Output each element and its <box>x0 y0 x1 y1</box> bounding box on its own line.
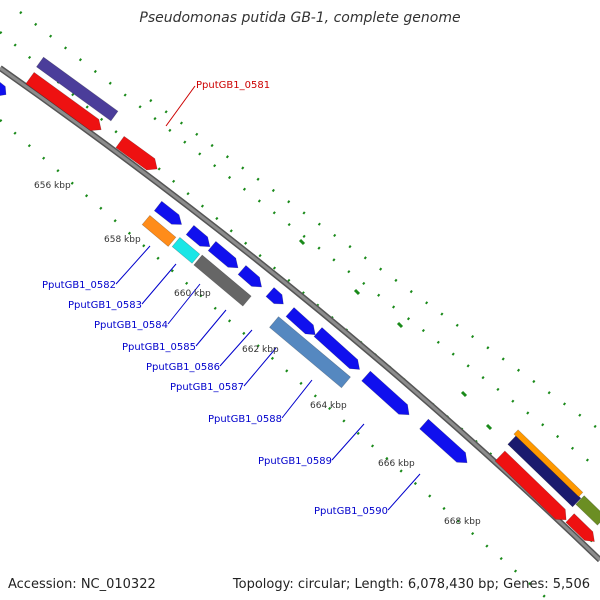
gene-arrow-left-edge-shape <box>0 80 7 97</box>
gene-arrow-blue-6-shape <box>285 307 316 336</box>
gene-arrow-orange-stripe <box>513 429 584 498</box>
gene-arrow-blue-7 <box>313 327 360 370</box>
gene-arrow-blue-1-shape <box>153 200 183 225</box>
gene-arrow-blue-2-shape <box>185 224 211 248</box>
scale-tick-major <box>396 321 404 329</box>
gene-arrow-blue-9 <box>419 418 468 464</box>
gene-arrow-orange-0582 <box>141 214 177 247</box>
gene-label: PputGB1_0583 <box>68 300 142 311</box>
scale-label: 660 kbp <box>174 289 211 299</box>
gene-arrow-red-2-shape <box>494 450 567 521</box>
scale-label: 664 kbp <box>310 401 347 411</box>
gene-label-line <box>141 263 177 305</box>
gene-label-line <box>167 283 201 325</box>
gene-label-line <box>331 423 365 461</box>
gene-arrow-gray-0584-shape <box>193 254 252 307</box>
gene-arrow-blue-6 <box>285 307 316 336</box>
gene-arrow-olive-shape <box>575 495 600 526</box>
gene-arrow-blue-3-shape <box>207 240 239 269</box>
gene-label-line <box>195 309 227 347</box>
gene-arrow-blue-9-shape <box>419 418 468 464</box>
gene-arrow-gray-0584 <box>193 254 252 307</box>
scale-label: 662 kbp <box>242 345 279 355</box>
scale-label: 666 kbp <box>378 459 415 469</box>
scale-tick-major <box>485 423 493 431</box>
gene-label-line <box>165 85 196 127</box>
scale-tick-major <box>353 288 361 296</box>
gene-label: PputGB1_0581 <box>196 80 270 91</box>
gene-arrow-steel-0586-shape <box>269 316 351 389</box>
gene-arrow-red-1-shape <box>25 71 102 131</box>
gene-label-line <box>243 347 277 387</box>
gene-arrow-orange-stripe-shape <box>513 429 584 498</box>
gene-arrow-blue-1 <box>153 200 183 225</box>
gene-arrow-red-1 <box>25 71 102 131</box>
gene-label: PputGB1_0587 <box>170 382 244 393</box>
gene-arrow-blue-4 <box>237 265 262 288</box>
gene-arrow-blue-7-shape <box>313 327 360 370</box>
gene-label: PputGB1_0588 <box>208 414 282 425</box>
gene-arrow-orange-0582-shape <box>141 214 177 247</box>
gene-arrow-purple <box>36 56 119 122</box>
gene-arrow-left-edge <box>0 80 7 97</box>
gene-arrow-red-2 <box>494 450 567 521</box>
scale-tick-major <box>298 238 306 246</box>
gene-label: PputGB1_0585 <box>122 342 196 353</box>
gene-arrow-blue-3 <box>207 240 239 269</box>
gene-label-line <box>281 379 313 419</box>
gene-arrow-cyan-0583-shape <box>171 236 201 264</box>
scale-label: 658 kbp <box>104 235 141 245</box>
gene-track <box>0 56 600 542</box>
gene-arrow-red-3-shape <box>565 513 595 542</box>
gene-arrow-steel-0586 <box>269 316 351 389</box>
scale-labels: 656 kbp 658 kbp 660 kbp 662 kbp 664 kbp 666 k… <box>34 181 481 527</box>
scale-tick-ring <box>0 119 551 600</box>
gene-label: PputGB1_0584 <box>94 320 168 331</box>
scale-label: 668 kbp <box>444 517 481 527</box>
gene-label: PputGB1_0589 <box>258 456 332 467</box>
gene-label-line <box>219 329 253 367</box>
gene-arrow-cyan-0583 <box>171 236 201 264</box>
gene-arrow-purple-shape <box>36 56 119 122</box>
gene-arrow-blue-5 <box>265 287 284 305</box>
gene-arrow-blue-4-shape <box>237 265 262 288</box>
scale-label: 656 kbp <box>34 181 71 191</box>
accession-text: Accession: NC_010322 <box>8 577 156 592</box>
gene-label-line <box>115 245 151 285</box>
gene-arrow-red-0581 <box>115 135 158 171</box>
gene-arrow-olive <box>575 495 600 526</box>
gene-label-line <box>387 473 421 511</box>
gene-label: PputGB1_0590 <box>314 506 388 517</box>
gene-label-lines <box>115 85 421 511</box>
gene-arrow-blue-5-shape <box>265 287 284 305</box>
gene-arrow-red-0581-shape <box>115 135 158 171</box>
gene-label: PputGB1_0582 <box>42 280 116 291</box>
gene-labels: PputGB1_0581PputGB1_0582PputGB1_0583Pput… <box>42 80 388 517</box>
gene-arrow-blue-8 <box>361 370 410 416</box>
gene-arrow-red-3 <box>565 513 595 542</box>
genome-title: Pseudomonas putida GB-1, complete genome <box>139 10 460 26</box>
gene-arrow-blue-8-shape <box>361 370 410 416</box>
gene-label: PputGB1_0586 <box>146 362 220 373</box>
gene-arrow-blue-2 <box>185 224 211 248</box>
scale-tick-major <box>460 390 468 398</box>
genome-summary-text: Topology: circular; Length: 6,078,430 bp… <box>232 577 590 592</box>
